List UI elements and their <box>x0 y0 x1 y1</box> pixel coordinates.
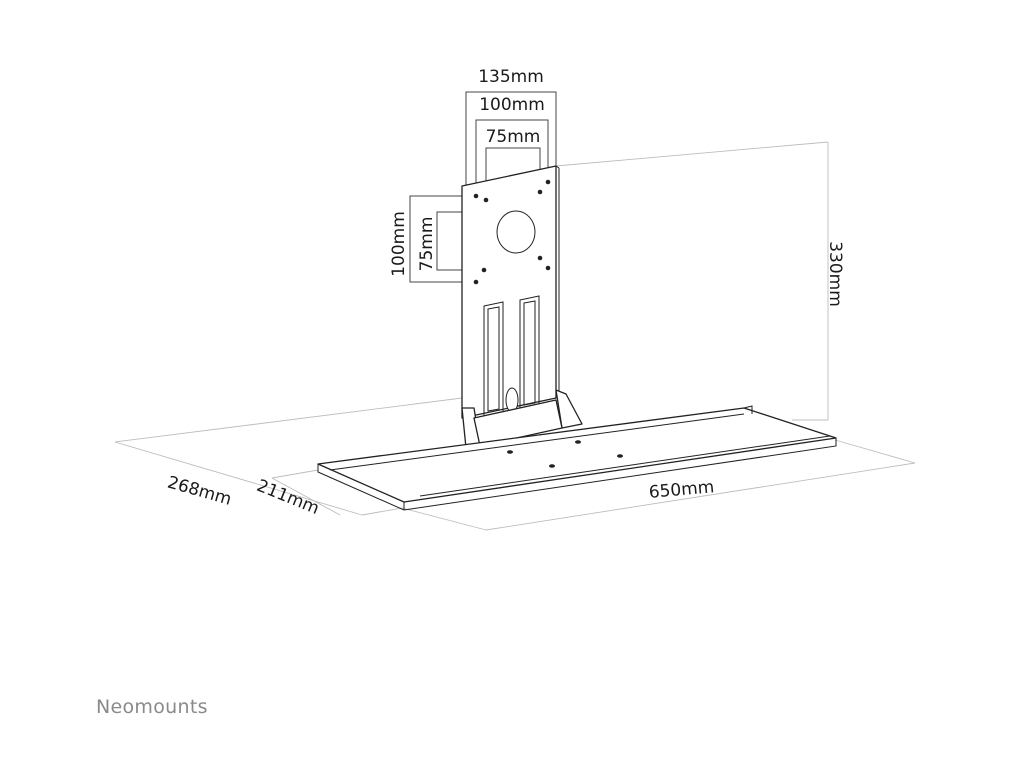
vesa-hole <box>473 193 479 199</box>
dim-label-100-horizontal: 100mm <box>479 95 545 115</box>
vesa-hole <box>473 279 479 285</box>
dim-label-75-horizontal: 75mm <box>486 127 541 147</box>
vesa-hole <box>483 197 489 203</box>
dim-label-100-vertical: 100mm <box>389 211 409 277</box>
vesa-hole <box>537 189 543 195</box>
support-brackets <box>461 389 583 449</box>
vesa-plate <box>461 165 560 419</box>
dim-label-75-vertical: 75mm <box>417 217 437 272</box>
vesa-hole <box>545 179 551 185</box>
vesa-hole <box>537 255 543 261</box>
dim-label-330: 330mm <box>825 241 845 307</box>
extension-lines <box>114 141 916 531</box>
keyboard-shelf <box>317 405 837 511</box>
brand-logo: Neomounts <box>96 696 208 718</box>
cable-cutout <box>496 210 536 254</box>
dim-label-268: 268mm <box>165 473 234 510</box>
vesa-hole <box>545 265 551 271</box>
dim-label-650: 650mm <box>648 477 715 503</box>
dim-label-211: 211mm <box>254 476 322 519</box>
dim-label-135: 135mm <box>478 67 544 87</box>
vesa-hole <box>481 267 487 273</box>
